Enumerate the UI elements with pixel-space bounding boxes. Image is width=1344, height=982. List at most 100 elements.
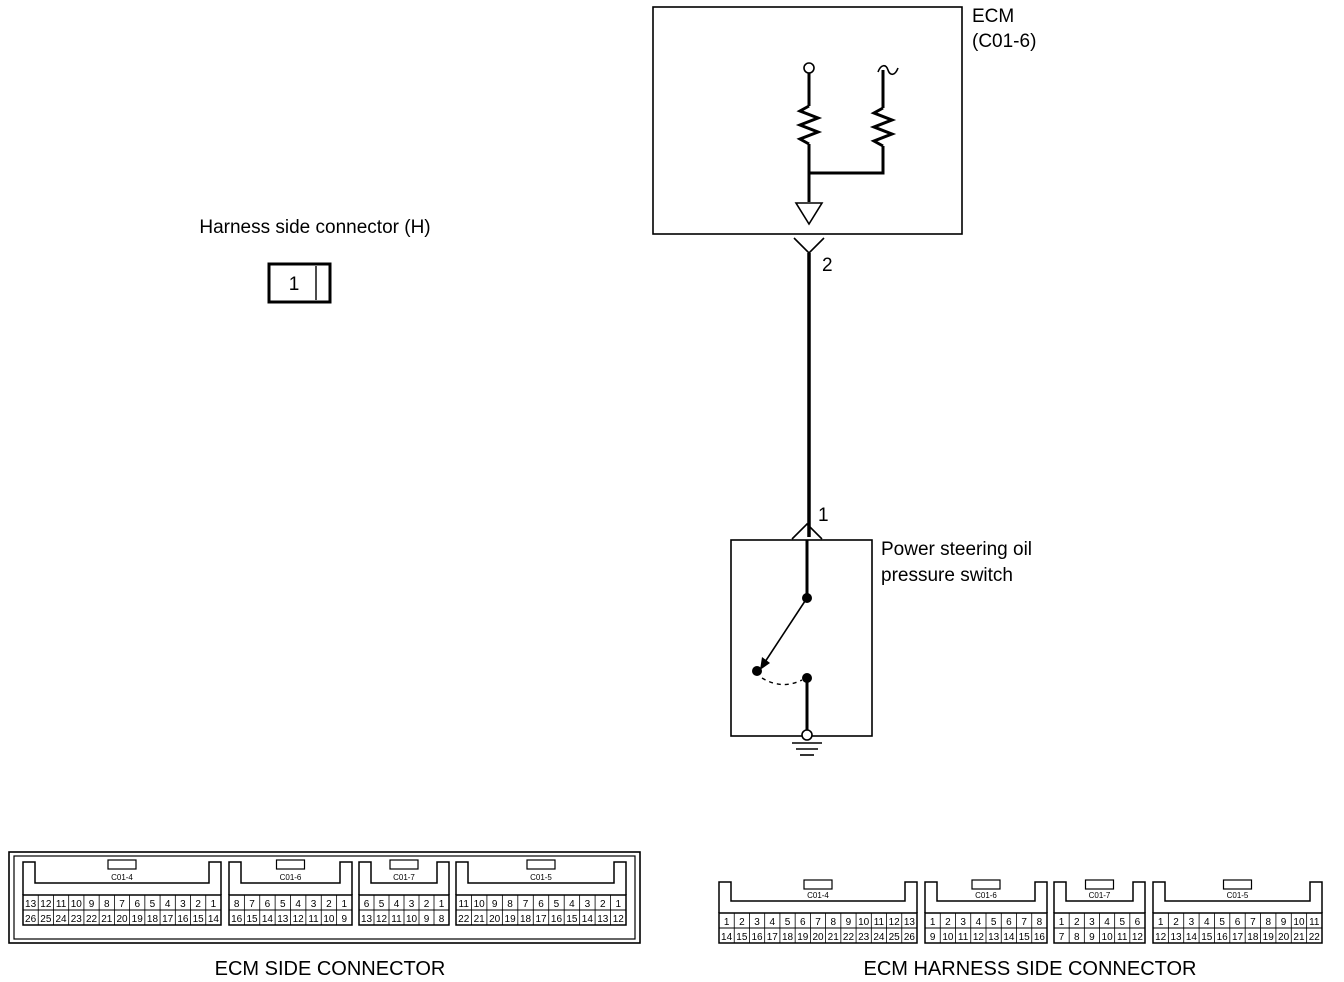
ecm-harness-pin-label: 11	[874, 917, 885, 928]
ecm-pin-connector-icon	[793, 237, 825, 255]
ecm-side-pin-label: 16	[177, 914, 189, 925]
ecm-harness-block-name: C01-5	[1227, 891, 1249, 900]
ecm-side-pin-label: 19	[505, 914, 517, 925]
ecm-side-pin-label: 10	[474, 899, 486, 910]
ecm-side-pin-label: 22	[86, 914, 98, 925]
ecm-side-pin-label: 13	[361, 914, 373, 925]
ecm-connector-label: (C01-6)	[972, 31, 1036, 52]
ecm-input-resistor-icon	[869, 106, 897, 148]
ecm-side-pin-label: 7	[119, 899, 125, 910]
ecm-side-pin-label: 6	[364, 899, 370, 910]
ecm-side-latch-icon	[107, 859, 137, 870]
ecm-side-pin-label: 6	[134, 899, 140, 910]
ecm-side-pin-label: 1	[439, 899, 445, 910]
ecm-harness-pin-label: 5	[1119, 917, 1125, 928]
ecm-side-pin-label: 11	[56, 899, 67, 910]
ecm-harness-pin-label: 7	[1059, 932, 1065, 943]
ecm-harness-pin-label: 13	[1170, 932, 1182, 943]
ecm-side-pin-label: 3	[409, 899, 415, 910]
ecm-harness-pin-label: 2	[739, 917, 745, 928]
ecm-side-pin-label: 6	[538, 899, 544, 910]
ecm-side-pin-label: 7	[523, 899, 529, 910]
ecm-side-pin-label: 16	[231, 914, 243, 925]
ecm-harness-pin-label: 7	[1021, 917, 1027, 928]
ecm-harness-pin-label: 17	[767, 932, 779, 943]
switch-dashed-link	[761, 677, 803, 686]
switch-arm	[762, 597, 808, 666]
ecm-side-pin-label: 7	[249, 899, 255, 910]
ecm-side-housing	[228, 861, 353, 895]
ecm-harness-pin-label: 11	[1117, 932, 1128, 943]
ecm-side-pin-label: 11	[308, 914, 319, 925]
ecm-box	[652, 6, 963, 235]
ecm-side-pin-label: 2	[424, 899, 430, 910]
ecm-side-pin-label: 8	[507, 899, 513, 910]
ecm-side-pin-label: 17	[535, 914, 547, 925]
switch-label-line1: Power steering oil	[881, 539, 1032, 560]
ecm-side-pin-label: 18	[520, 914, 532, 925]
harness-connector-pin: 1	[289, 274, 300, 295]
ecm-harness-pin-label: 25	[889, 932, 901, 943]
ecm-harness-pin-label: 14	[1003, 932, 1015, 943]
ecm-harness-housing	[1053, 881, 1146, 913]
ecm-side-inner-frame	[13, 855, 636, 940]
ecm-side-latch-icon	[526, 859, 556, 870]
ecm-harness-pin-label: 26	[904, 932, 916, 943]
ecm-side-block-name: C01-5	[530, 873, 552, 882]
ecm-side-pin-label: 6	[265, 899, 271, 910]
ecm-side-pin-label: 13	[25, 899, 37, 910]
ecm-harness-pin-label: 22	[843, 932, 855, 943]
switch-arm-arrow-icon	[760, 657, 770, 670]
ecm-side-housing	[455, 861, 627, 895]
ecm-harness-latch-icon	[803, 879, 833, 890]
ecm-harness-latch-icon	[1084, 879, 1115, 890]
ecm-harness-pin-label: 11	[1309, 917, 1320, 928]
ecm-harness-pin-label: 5	[1219, 917, 1225, 928]
ecm-harness-pin-label: 4	[976, 917, 982, 928]
ecm-harness-pin-label: 9	[1281, 917, 1287, 928]
ecm-side-outer-frame	[8, 851, 641, 944]
ecm-side-pin-label: 4	[295, 899, 301, 910]
ecm-side-pin-label: 1	[211, 899, 217, 910]
ecm-side-pin-label: 23	[71, 914, 83, 925]
ecm-side-pin-label: 3	[585, 899, 591, 910]
ecm-harness-latch-icon	[1222, 879, 1253, 890]
ecm-side-pin-label: 26	[25, 914, 37, 925]
ecm-harness-housing	[718, 881, 918, 913]
ecm-harness-pin-label: 12	[889, 917, 901, 928]
ecm-harness-pin-label: 6	[1006, 917, 1012, 928]
ecm-side-pin-label: 15	[566, 914, 578, 925]
ecm-harness-pin-label: 18	[782, 932, 794, 943]
ecm-side-housing	[358, 861, 450, 895]
ecm-harness-pin-label: 15	[736, 932, 748, 943]
ecm-side-pin-label: 15	[193, 914, 205, 925]
ecm-harness-pin-label: 2	[945, 917, 951, 928]
ecm-side-pin-label: 4	[569, 899, 575, 910]
ecm-side-pin-label: 9	[89, 899, 95, 910]
ecm-harness-pin-label: 18	[1247, 932, 1259, 943]
ecm-harness-pin-label: 24	[873, 932, 885, 943]
ecm-harness-pin-label: 17	[1232, 932, 1244, 943]
ecm-harness-pin-label: 8	[830, 917, 836, 928]
ecm-harness-side-connector-caption: ECM HARNESS SIDE CONNECTOR	[863, 958, 1196, 980]
ecm-harness-pin-label: 20	[1278, 932, 1290, 943]
ecm-side-pin-label: 19	[132, 914, 144, 925]
ecm-side-pin-label: 16	[551, 914, 563, 925]
ecm-side-pin-label: 9	[492, 899, 498, 910]
ecm-harness-pin-label: 10	[1102, 932, 1114, 943]
ecm-side-pin-label: 2	[326, 899, 332, 910]
ecm-harness-pin-label: 3	[1189, 917, 1195, 928]
ecm-harness-pin-label: 16	[752, 932, 764, 943]
ecm-side-pin-label: 14	[208, 914, 220, 925]
ecm-side-pin-label: 22	[458, 914, 470, 925]
ecm-harness-pin-label: 15	[1201, 932, 1213, 943]
ecm-side-pin-label: 5	[379, 899, 385, 910]
ecm-side-block-name: C01-6	[280, 873, 302, 882]
ecm-harness-pin-label: 21	[1293, 932, 1305, 943]
ecm-harness-pin-label: 8	[1074, 932, 1080, 943]
